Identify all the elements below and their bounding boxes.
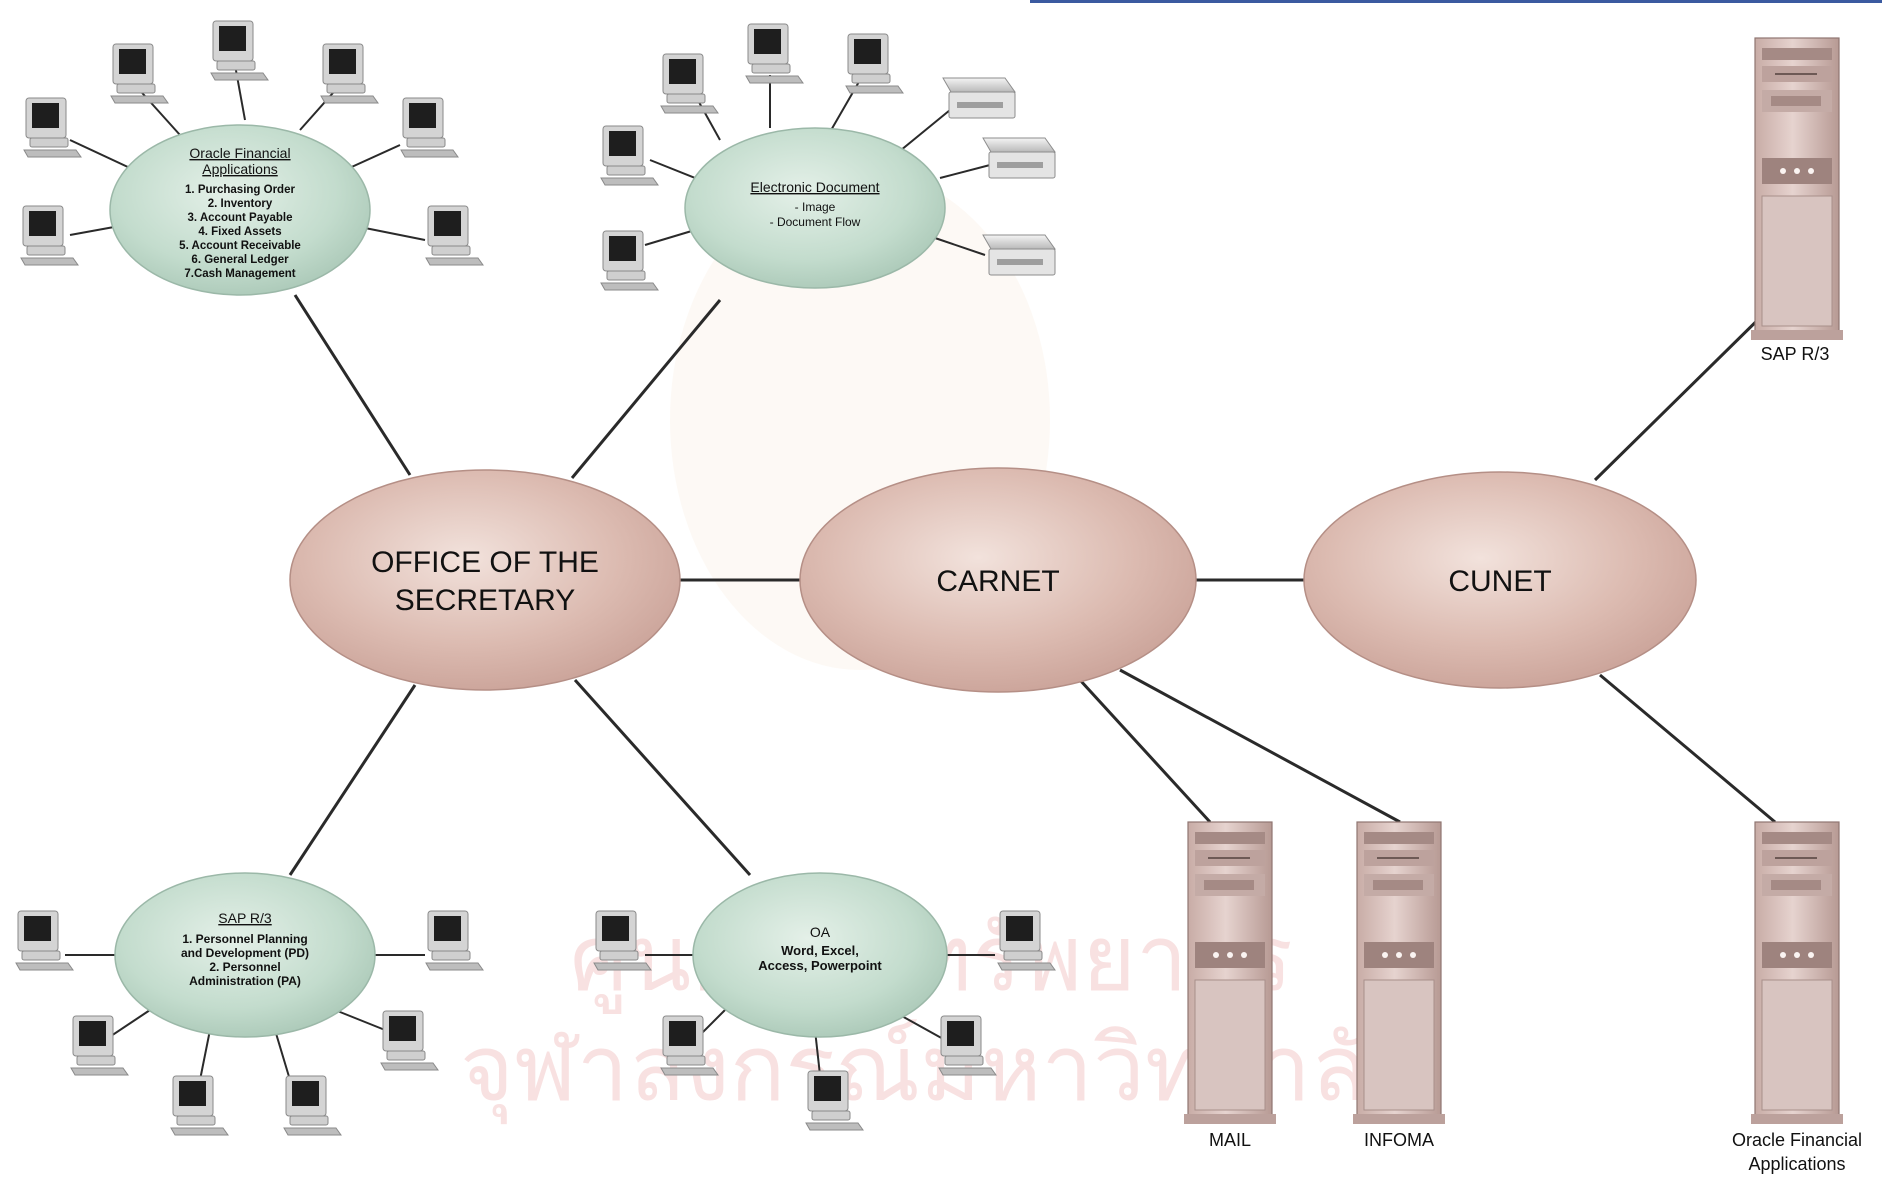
pc-icon: [600, 125, 659, 186]
pc-icon: [15, 910, 74, 971]
hub-office: OFFICE OF THE SECRETARY: [289, 469, 681, 691]
oracle-item: 5. Account Receivable: [179, 240, 301, 252]
server-tower-icon: [1750, 37, 1844, 341]
server-tower-icon: [1183, 821, 1277, 1125]
server-oracle-label-2: Applications: [1748, 1154, 1845, 1174]
oa-title: OA: [810, 924, 831, 940]
sap-item: 2. Personnel: [209, 960, 280, 974]
sap-title: SAP R/3: [218, 910, 272, 926]
pc-icon: [400, 97, 459, 158]
pc-icon: [380, 1010, 439, 1071]
top-rule: [1030, 0, 1882, 3]
pc-icon: [70, 1015, 129, 1076]
edoc-title: Electronic Document: [750, 179, 879, 195]
server-sap: SAP R/3: [1750, 37, 1844, 364]
cluster-oracle: Oracle Financial Applications 1. Purchas…: [109, 124, 371, 296]
server-oracle: Oracle Financial Applications: [1732, 821, 1862, 1174]
server-tower-icon: [1352, 821, 1446, 1125]
oracle-title-1: Oracle Financial: [189, 145, 290, 161]
pc-icon: [425, 205, 484, 266]
pc-icon: [110, 43, 169, 104]
oa-item: Access, Powerpoint: [758, 958, 882, 973]
sap-item: Administration (PA): [189, 974, 301, 988]
oracle-item: 1. Purchasing Order: [185, 184, 295, 196]
oracle-item: 6. General Ledger: [191, 254, 289, 266]
printer-icon: [982, 234, 1056, 276]
oracle-item: 3. Account Payable: [187, 212, 292, 224]
cluster-oa: OA Word, Excel, Access, Powerpoint: [692, 872, 948, 1038]
pc-icon: [425, 910, 484, 971]
printer-icon: [942, 77, 1016, 119]
oracle-item: 4. Fixed Assets: [198, 226, 281, 238]
hub-cunet: CUNET: [1303, 471, 1697, 689]
edoc-item: - Image: [795, 200, 836, 214]
pc-icon: [20, 205, 79, 266]
pc-icon: [320, 43, 379, 104]
sap-item: and Development (PD): [181, 946, 309, 960]
server-sap-label: SAP R/3: [1761, 344, 1830, 364]
pc-icon: [660, 53, 719, 114]
server-mail-label: MAIL: [1209, 1130, 1251, 1150]
pc-icon: [23, 97, 82, 158]
hub-cunet-label: CUNET: [1448, 565, 1551, 598]
pc-icon: [170, 1075, 229, 1136]
cluster-edoc: Electronic Document - Image - Document F…: [684, 127, 946, 289]
hub-office-line1: OFFICE OF THE: [371, 546, 599, 579]
server-infoma: INFOMA: [1352, 821, 1446, 1150]
hub-carnet-label: CARNET: [936, 565, 1059, 598]
oa-item: Word, Excel,: [781, 943, 859, 958]
pc-icon: [845, 33, 904, 94]
server-infoma-label: INFOMA: [1364, 1130, 1434, 1150]
pc-icon: [600, 230, 659, 291]
oracle-title-2: Applications: [202, 161, 278, 177]
oracle-item: 7.Cash Management: [184, 268, 295, 280]
pc-icon: [210, 20, 269, 81]
sap-item: 1. Personnel Planning: [182, 932, 307, 946]
edoc-item: - Document Flow: [770, 215, 861, 229]
server-oracle-label-1: Oracle Financial: [1732, 1130, 1862, 1150]
cluster-sap: SAP R/3 1. Personnel Planning and Develo…: [114, 872, 376, 1038]
hub-links: [288, 294, 1777, 877]
server-tower-icon: [1750, 821, 1844, 1125]
printer-icon: [982, 137, 1056, 179]
hub-carnet: CARNET: [799, 467, 1197, 693]
pc-icon: [745, 23, 804, 84]
oracle-item: 2. Inventory: [208, 198, 273, 210]
hub-office-line2: SECRETARY: [395, 584, 576, 617]
server-mail: MAIL: [1183, 821, 1277, 1150]
pc-icon: [283, 1075, 342, 1136]
